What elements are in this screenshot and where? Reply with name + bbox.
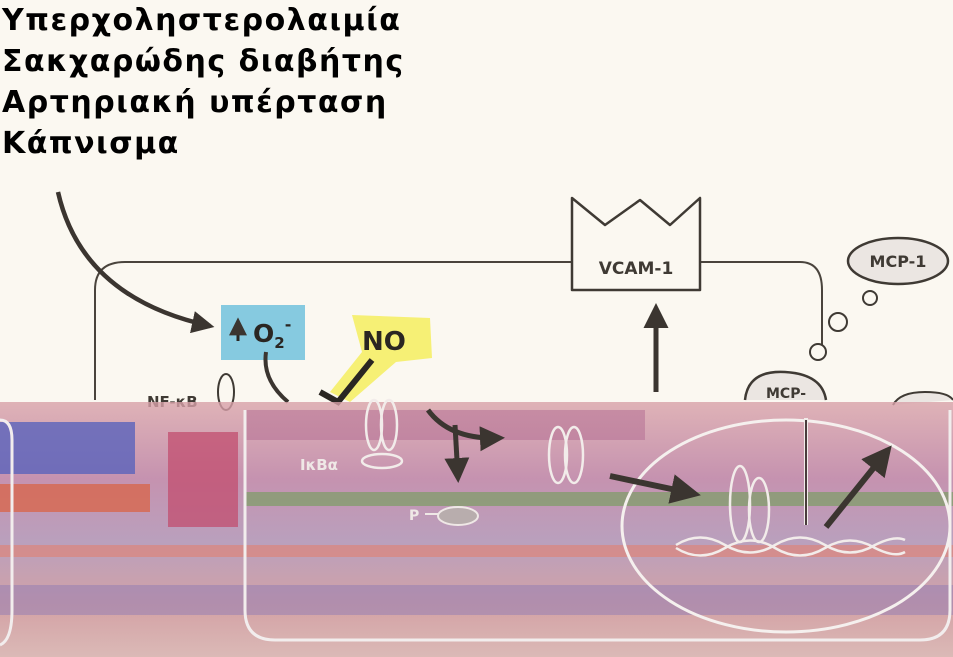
risk-factor-hypercholesterolemia: Υπερχοληστερολαιμία	[2, 3, 402, 38]
dna-strand-top	[675, 536, 906, 554]
superoxide-symbol: O	[253, 319, 274, 348]
mcp-1-lower-bubble: MCP-	[743, 370, 828, 402]
nucleus	[620, 418, 952, 634]
band-stripe-orange	[0, 484, 150, 512]
risk-factor-smoking: Κάπνισμα	[2, 126, 180, 161]
nfkb-complex-subunit-b	[379, 398, 399, 452]
left-cell-membrane	[0, 418, 14, 647]
dna-strand-bottom	[675, 539, 906, 557]
phosphate-label: P	[409, 508, 419, 524]
arrow-nfkb-to-nucleus	[609, 473, 701, 504]
band-stripe-violet	[0, 585, 953, 615]
secretion-bubble-large	[862, 290, 878, 306]
risk-factor-hypertension: Αρτηριακή υπέρταση	[2, 85, 388, 120]
mcp-1-label: MCP-1	[870, 252, 927, 271]
band-stripe-blue	[0, 422, 135, 474]
band-stripe-green	[245, 492, 953, 506]
secretion-bubble-small	[809, 343, 827, 361]
superoxide-box: O2-	[221, 305, 305, 360]
arrow-ikba-degradation	[444, 424, 470, 483]
lower-cell-band	[0, 402, 953, 657]
mcp-1-lower-label: MCP-	[766, 386, 806, 402]
superoxide-subscript: 2	[274, 334, 284, 352]
risk-factor-diabetes: Σακχαρώδης διαβήτης	[2, 44, 405, 79]
nitric-oxide-box: NO	[318, 315, 432, 406]
nfkb-free-subunit-b	[563, 425, 585, 485]
upper-cell-membrane	[94, 261, 823, 400]
risk-factor-list: Υπερχοληστερολαιμία Σακχαρώδης διαβήτης …	[2, 0, 405, 164]
superoxide-superscript: -	[285, 315, 292, 334]
ikba-subunit	[360, 452, 404, 470]
secretion-bubble-medium	[828, 312, 848, 332]
band-stripe-red	[168, 432, 238, 527]
nitric-oxide-label: NO	[362, 327, 406, 357]
nfkb-free-subunit-a	[547, 425, 569, 485]
vcam-1-receptor: VCAM-1	[570, 196, 702, 292]
vcam-1-label: VCAM-1	[599, 259, 674, 279]
lower-cell-membrane	[243, 410, 952, 642]
risk-factor-arrow	[55, 191, 215, 334]
arrow-gene-expression	[823, 445, 892, 529]
phosphorylated-ikba	[437, 506, 479, 526]
nfkb-nuclear-subunit-b	[747, 476, 771, 544]
right-edge-bubble	[892, 390, 953, 406]
mcp-1-bubble: MCP-1	[846, 236, 950, 286]
superoxide-signal-line	[263, 351, 290, 404]
ikba-label: IκBα	[300, 456, 338, 474]
svg-text:O2-: O2-	[253, 315, 291, 352]
